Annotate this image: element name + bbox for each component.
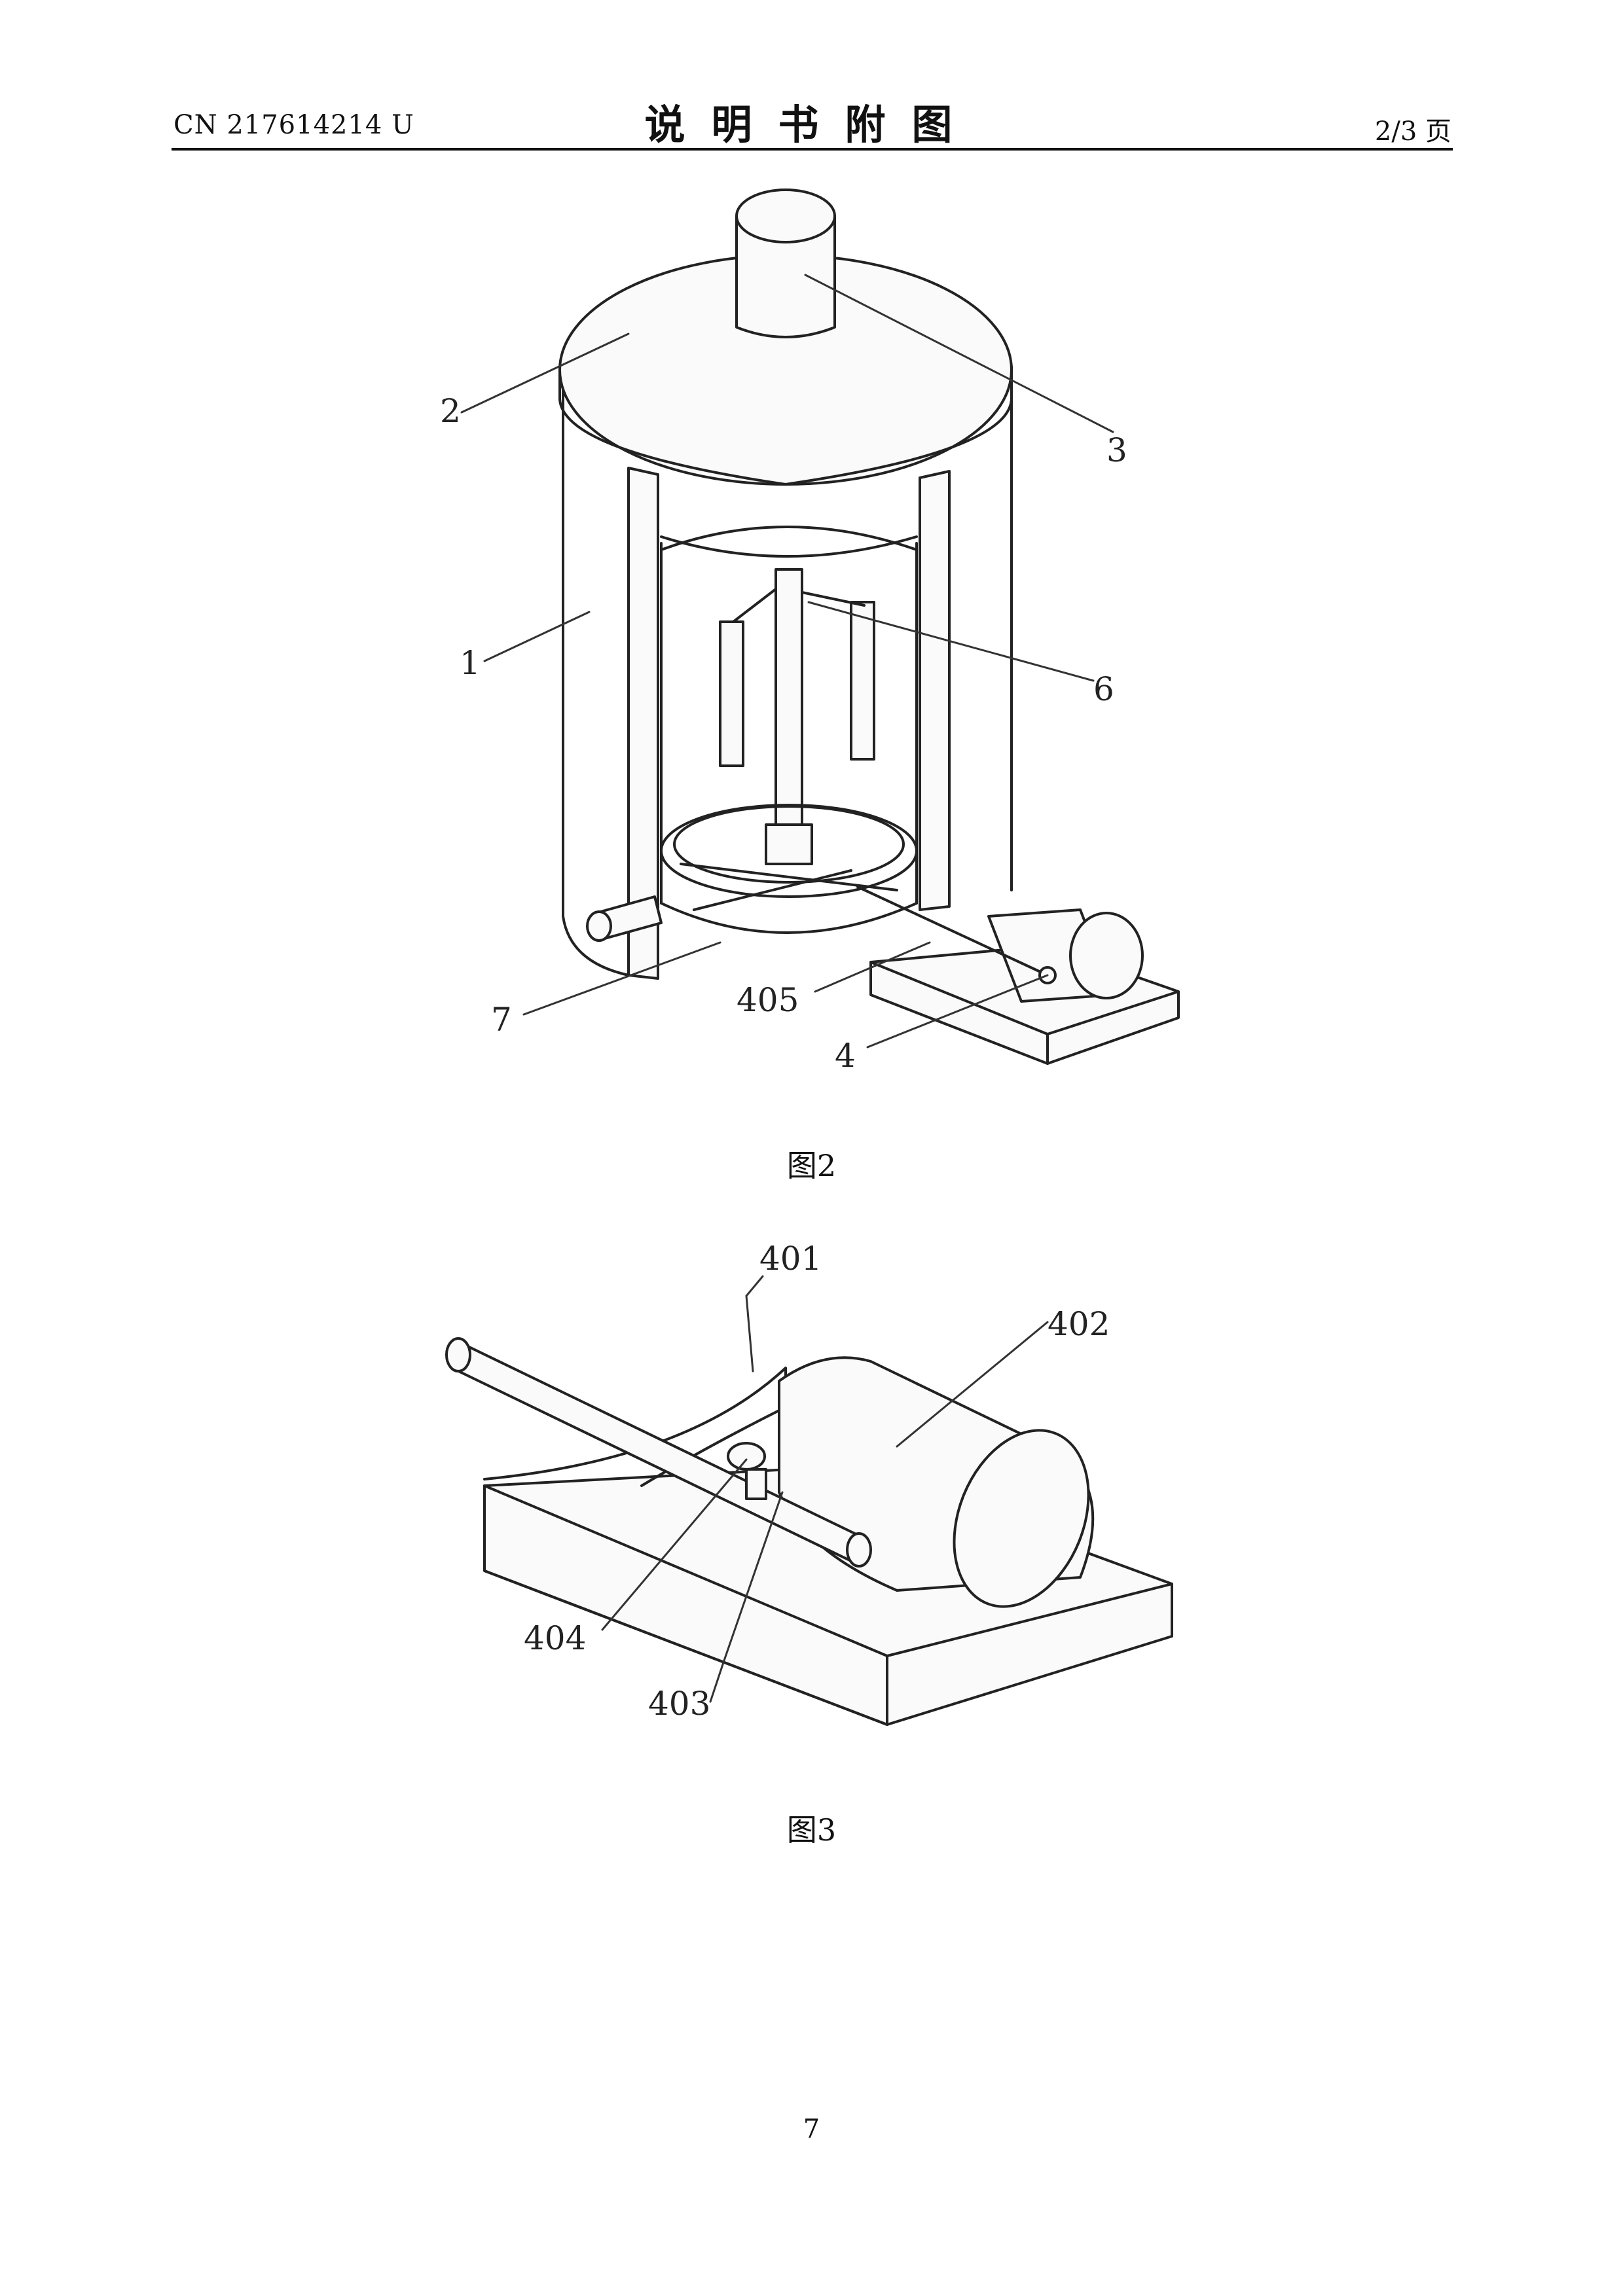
collar-404-stem (745, 1468, 767, 1500)
page-count: 2/3 页 (1374, 117, 1451, 147)
top-motor-cap (735, 188, 836, 243)
label-6: 6 (1093, 670, 1114, 708)
leader-7 (522, 941, 721, 1016)
base-ring-inner (673, 805, 905, 884)
figure-3-drawing: 401 402 403 404 (445, 1240, 1173, 1726)
bracket-401 (483, 1367, 787, 1487)
label-402: 402 (1048, 1305, 1110, 1343)
side-pipe-end (586, 910, 612, 942)
label-405: 405 (737, 981, 799, 1019)
motor-base-edges (869, 961, 1180, 1065)
label-7: 7 (491, 1001, 512, 1039)
drive-shaft-405 (856, 886, 1049, 977)
stirring-shaft (775, 568, 803, 826)
patent-number: CN 217614214 U (173, 110, 414, 140)
top-motor-body (735, 215, 836, 338)
leader-1 (483, 611, 591, 662)
lid-rim (558, 368, 1013, 486)
rod-403-tip (846, 1532, 872, 1568)
barrel-bottom (660, 902, 918, 934)
label-401: 401 (759, 1240, 822, 1278)
right-column (919, 470, 951, 911)
leader-403 (709, 1491, 784, 1703)
figure-2-drawing: 2 3 1 6 7 405 4 (440, 188, 1180, 1075)
leader-405 (814, 941, 931, 993)
leader-3 (804, 274, 1114, 433)
paddle-left (719, 620, 744, 767)
barrel-top-back (660, 526, 918, 551)
leader-2 (460, 332, 630, 414)
label-4: 4 (835, 1037, 856, 1075)
label-2: 2 (440, 392, 461, 430)
leader-6 (807, 601, 1095, 682)
leader-4 (866, 974, 1049, 1049)
rod-403-end (445, 1337, 471, 1372)
paddle-arms (732, 588, 866, 623)
header-rule (172, 148, 1453, 151)
label-404: 404 (524, 1619, 586, 1657)
figure-2-caption: 图2 (786, 1148, 837, 1183)
label-403: 403 (648, 1685, 710, 1723)
motor-402-end (953, 1429, 1090, 1608)
paddle-right (850, 601, 875, 761)
collar-404 (727, 1442, 766, 1471)
figure-3-caption: 图3 (786, 1812, 837, 1848)
label-3: 3 (1106, 431, 1127, 469)
left-column (627, 467, 659, 980)
leader-404 (601, 1458, 748, 1631)
barrel-top-front (660, 535, 918, 558)
leader-401 (745, 1275, 764, 1372)
label-1: 1 (460, 644, 481, 682)
leader-402 (896, 1321, 1049, 1448)
page-title: 说明书附图 (644, 101, 979, 149)
plate-edges (483, 1484, 1173, 1726)
shaft-hub (765, 823, 813, 865)
page-number: 7 (803, 2114, 820, 2144)
shell-left-edge (562, 365, 630, 977)
base-spokes (680, 863, 898, 911)
drive-motor-face (1069, 912, 1144, 999)
